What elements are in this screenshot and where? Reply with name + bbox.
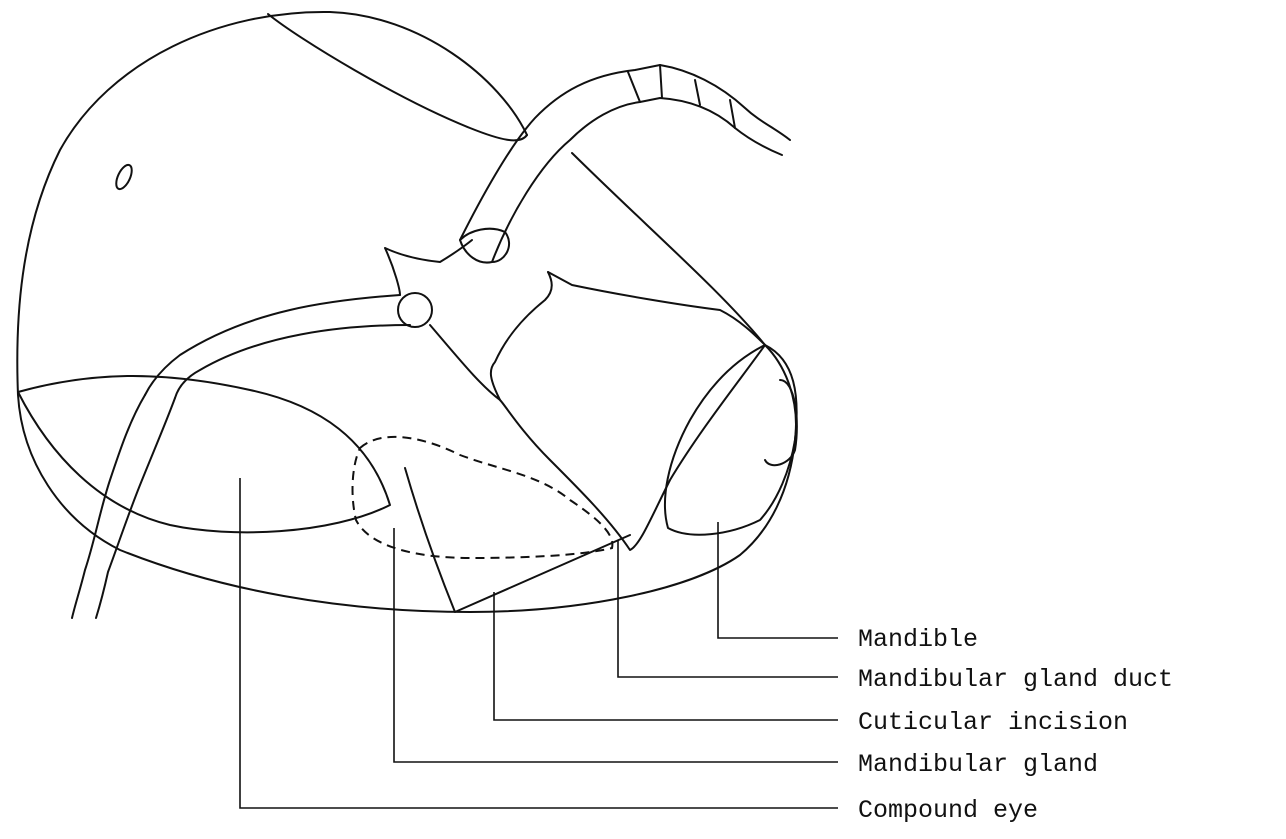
compound-eye-outline bbox=[18, 376, 390, 532]
right-antenna-shaft-lower bbox=[492, 98, 782, 262]
left-antenna-flagellum bbox=[72, 395, 145, 618]
clypeus-plate bbox=[500, 272, 765, 550]
leader-mandibular-gland-duct bbox=[618, 540, 838, 677]
left-antenna-socket bbox=[398, 293, 432, 327]
leader-cuticular-incision bbox=[494, 592, 838, 720]
leader-mandible bbox=[718, 522, 838, 638]
label-mandibular-gland: Mandibular gland bbox=[858, 750, 1098, 779]
right-antenna-base bbox=[460, 229, 509, 263]
left-antenna-shaft bbox=[145, 295, 400, 395]
leader-lines bbox=[240, 478, 838, 808]
right-antenna-joint-1 bbox=[628, 72, 640, 102]
leader-mandibular-gland bbox=[394, 528, 838, 762]
label-mandibular-gland-duct: Mandibular gland duct bbox=[858, 665, 1173, 694]
label-mandible: Mandible bbox=[858, 625, 978, 654]
mandibular-gland-outline bbox=[353, 437, 613, 558]
label-cuticular-incision: Cuticular incision bbox=[858, 708, 1128, 737]
ocellus bbox=[113, 163, 135, 192]
left-antenna-shaft-lower bbox=[175, 325, 410, 398]
frons-outline bbox=[385, 240, 552, 400]
leader-compound-eye bbox=[240, 478, 838, 808]
right-antenna-joint-3 bbox=[695, 80, 700, 105]
left-antenna-flagellum-b bbox=[96, 398, 175, 618]
head-capsule-outline bbox=[17, 12, 796, 612]
right-antenna-shaft bbox=[460, 65, 790, 240]
right-antenna-joint-2 bbox=[660, 65, 662, 98]
cuticular-incision-flap bbox=[405, 468, 630, 612]
vertex-crest bbox=[268, 14, 527, 140]
label-compound-eye: Compound eye bbox=[858, 796, 1038, 825]
